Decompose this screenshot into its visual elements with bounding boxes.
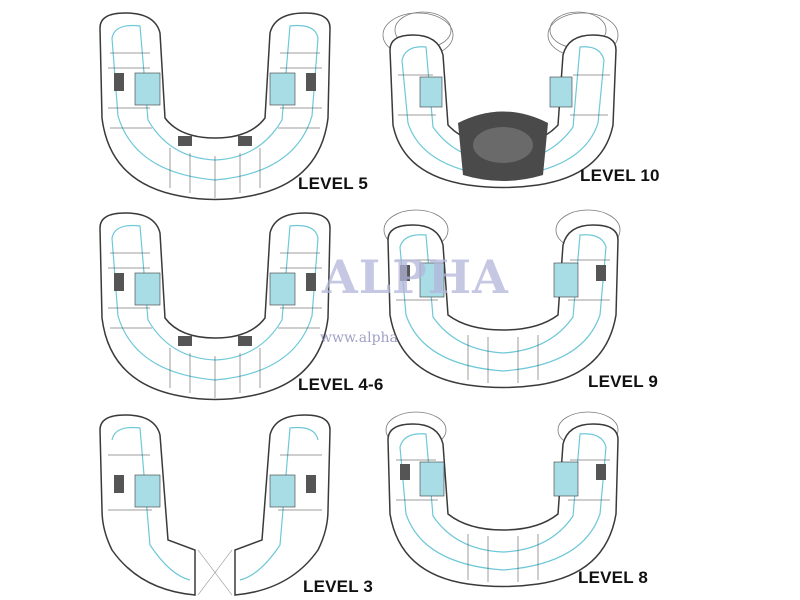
level-5-label: LEVEL 5 xyxy=(298,174,369,193)
floor-plan-level-9 xyxy=(383,209,621,389)
floor-plan-level-10 xyxy=(382,11,619,189)
watermark-url: www.alpha xyxy=(320,330,398,346)
level-10-label: LEVEL 10 xyxy=(580,166,660,185)
floor-plan-level-4-6 xyxy=(99,212,331,401)
level-4-6-label: LEVEL 4-6 xyxy=(298,375,384,394)
level-8-label: LEVEL 8 xyxy=(578,568,649,587)
floor-plan-level-3 xyxy=(99,414,331,596)
level-3-label: LEVEL 3 xyxy=(303,577,374,596)
watermark-logo: ALPHA xyxy=(322,250,509,304)
floor-plan-level-5 xyxy=(99,12,331,201)
floor-plan-level-8 xyxy=(385,411,619,588)
level-9-label: LEVEL 9 xyxy=(588,372,659,391)
